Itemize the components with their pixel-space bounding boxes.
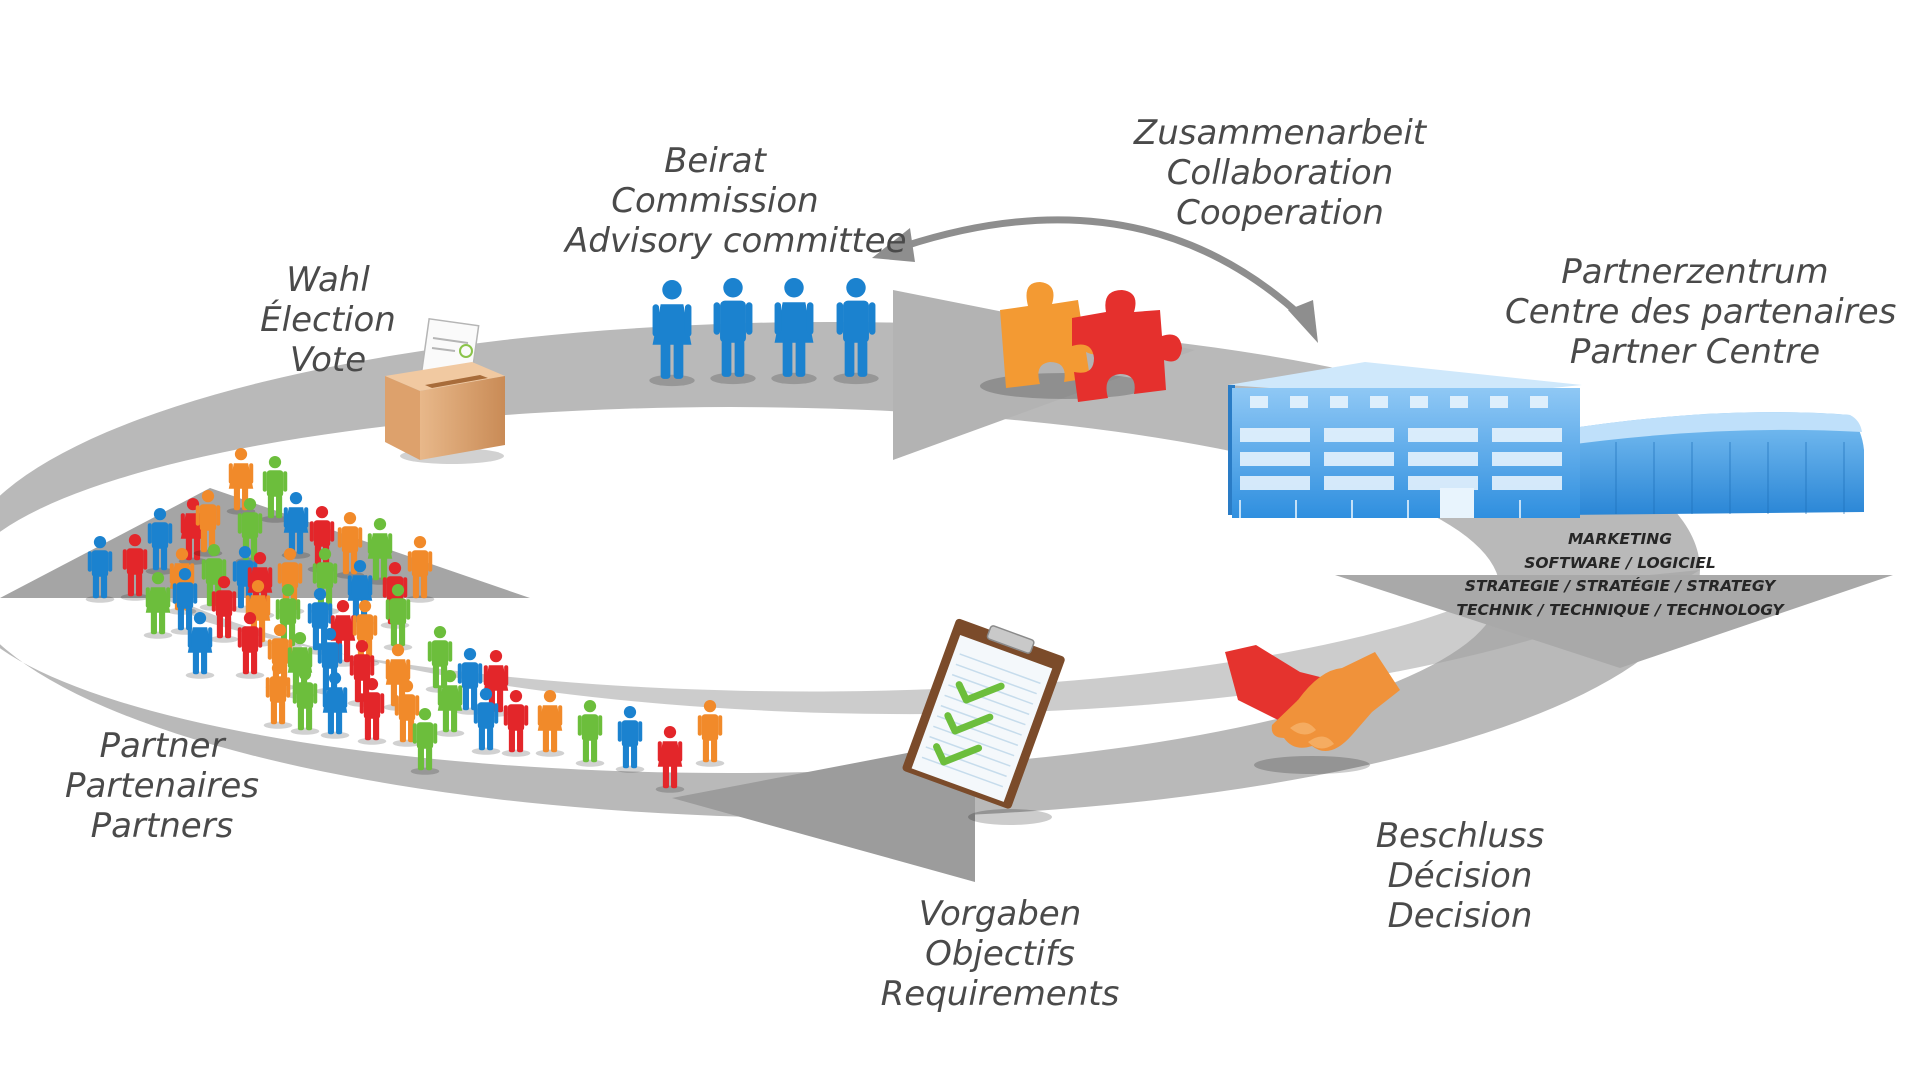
- partner-person-icon: [655, 726, 685, 793]
- label-advisory-committee: Beirat Commission Advisory committee: [565, 141, 907, 261]
- partner-person-icon: [290, 668, 320, 735]
- label-partners-fr: Partenaires: [64, 766, 259, 806]
- partner-person-icon: [143, 572, 173, 639]
- partner-person-icon: [405, 536, 435, 603]
- service-software: SOFTWARE / LOGICIEL: [1524, 553, 1716, 572]
- label-partner-centre-en: Partner Centre: [1569, 332, 1821, 372]
- committee-member-icon: [710, 278, 756, 385]
- partner-person-icon: [435, 670, 465, 737]
- ballot-box-icon: [385, 317, 505, 464]
- partner-person-icon: [263, 662, 293, 729]
- arrow-top: [893, 290, 1195, 460]
- partner-person-icon: [209, 576, 239, 643]
- label-partners-de: Partner: [99, 726, 225, 766]
- partner-person-icon: [410, 708, 440, 775]
- label-decision-de: Beschluss: [1375, 816, 1545, 856]
- check-mark: [944, 712, 994, 735]
- label-requirements-fr: Objectifs: [925, 934, 1075, 974]
- partner-person-icon: [235, 612, 265, 679]
- partner-person-icon: [120, 534, 150, 601]
- label-partners: Partner Partenaires Partners: [62, 726, 262, 846]
- label-vote: Wahl Élection Vote: [228, 260, 428, 380]
- collaboration-arrow-head-right: [1288, 300, 1318, 343]
- partner-person-icon: [501, 690, 531, 757]
- committee-member-icon: [649, 280, 695, 387]
- partner-person-icon: [193, 490, 223, 557]
- label-decision: Beschluss Décision Decision: [1340, 816, 1580, 936]
- check-mark: [933, 743, 983, 766]
- label-vote-en: Vote: [289, 340, 367, 380]
- service-technology: TECHNIK / TECHNIQUE / TECHNOLOGY: [1456, 600, 1784, 619]
- committee-people-icon: [649, 278, 879, 387]
- arrow-right: [1335, 575, 1893, 668]
- collaboration-arrow-head-left: [872, 228, 915, 262]
- label-decision-en: Decision: [1387, 896, 1533, 936]
- label-collaboration-de: Zusammenarbeit: [1133, 113, 1427, 153]
- partner-person-icon: [170, 568, 200, 635]
- partner-person-icon: [357, 678, 387, 745]
- label-collaboration-fr: Collaboration: [1166, 153, 1394, 193]
- label-requirements-de: Vorgaben: [918, 894, 1082, 934]
- partner-person-icon: [425, 626, 455, 693]
- partner-person-icon: [695, 700, 725, 767]
- label-vote-de: Wahl: [286, 260, 370, 300]
- partner-person-icon: [85, 536, 115, 603]
- label-partner-centre-fr: Centre des partenaires: [1505, 292, 1897, 332]
- collaboration-arrow: [903, 216, 1303, 318]
- partners-crowd-icon: [85, 448, 725, 793]
- label-advisory-committee-fr: Commission: [611, 181, 819, 221]
- label-partner-centre: Partnerzentrum Centre des partenaires Pa…: [1505, 252, 1897, 372]
- label-requirements: Vorgaben Objectifs Requirements: [870, 894, 1130, 1014]
- puzzle-piece-red: [1072, 290, 1182, 402]
- partner-person-icon: [535, 690, 565, 757]
- partner-centre-services: MARKETING SOFTWARE / LOGICIEL STRATEGIE …: [1430, 528, 1810, 622]
- partner-person-icon: [575, 700, 605, 767]
- building-hall: [1560, 412, 1864, 515]
- label-advisory-committee-en: Advisory committee: [565, 221, 907, 261]
- label-decision-fr: Décision: [1387, 856, 1533, 896]
- partner-person-icon: [615, 706, 645, 773]
- clipboard-checklist-icon: [902, 618, 1065, 825]
- label-requirements-en: Requirements: [880, 974, 1120, 1014]
- service-strategy: STRATEGIE / STRATÉGIE / STRATEGY: [1464, 577, 1776, 595]
- check-mark: [955, 681, 1005, 704]
- partner-person-icon: [392, 680, 422, 747]
- puzzle-piece-orange: [1000, 282, 1104, 388]
- committee-member-icon: [833, 278, 879, 385]
- label-partners-en: Partners: [90, 806, 234, 846]
- label-partner-centre-de: Partnerzentrum: [1561, 252, 1829, 292]
- label-advisory-committee-de: Beirat: [664, 141, 766, 181]
- label-vote-fr: Élection: [260, 300, 396, 340]
- arrow-bottom: [672, 740, 975, 882]
- partner-centre-building-icon: [1228, 362, 1864, 518]
- service-marketing: MARKETING: [1568, 530, 1672, 548]
- partner-person-icon: [145, 508, 175, 575]
- partner-person-icon: [260, 456, 290, 523]
- partner-person-icon: [185, 612, 215, 679]
- handshake-icon: [1225, 645, 1400, 774]
- label-collaboration: Zusammenarbeit Collaboration Cooperation: [1130, 113, 1430, 233]
- puzzle-icon: [980, 282, 1182, 402]
- partner-person-icon: [320, 672, 350, 739]
- label-collaboration-en: Cooperation: [1176, 193, 1384, 233]
- partner-person-icon: [471, 688, 501, 755]
- committee-member-icon: [771, 278, 817, 385]
